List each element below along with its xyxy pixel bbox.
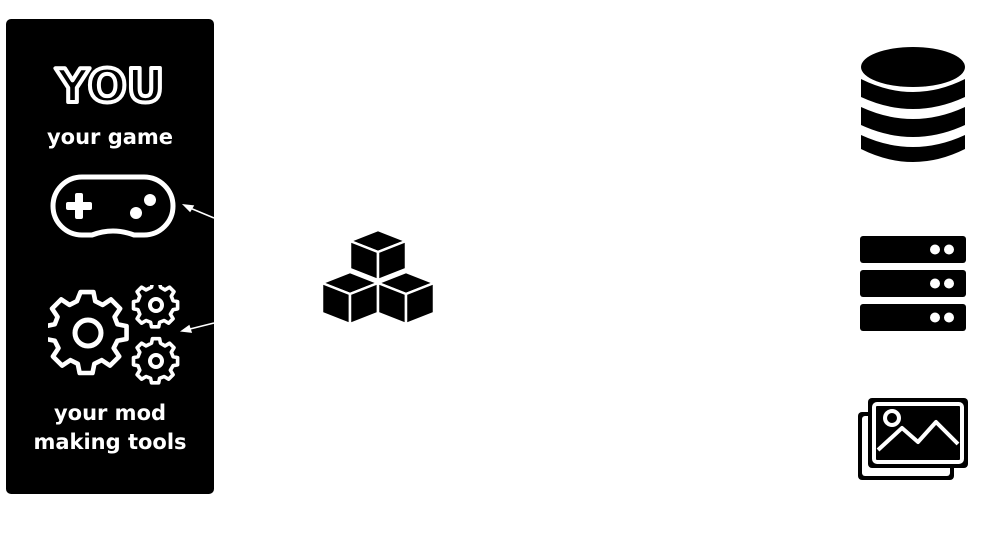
tools-label-line2: making tools [33,430,187,454]
database-icon [861,47,965,162]
images-icon [858,398,968,480]
your-mod-tools-label: your mod making tools [6,399,214,457]
server-icon [860,236,966,331]
your-game-label: your game [46,125,174,149]
tools-label-line1: your mod [53,401,167,425]
you-logo-text: YOU [55,59,164,113]
you-logo: YOU [53,57,166,115]
cubes-icon [320,228,436,326]
you-panel: YOU your game your mod making tools [6,19,214,494]
gamepad-icon [50,174,176,238]
gears-icon [48,285,180,385]
